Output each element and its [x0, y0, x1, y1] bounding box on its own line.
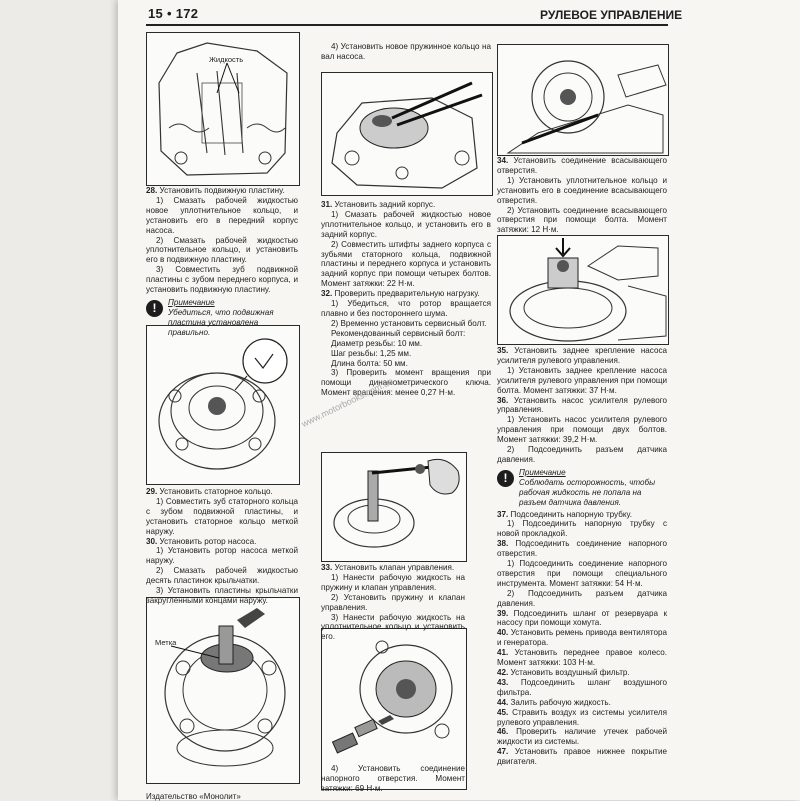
step-31-title: Установить задний корпус. [332, 200, 436, 209]
step-28-1: 1) Смазать рабочей жидкостью новое уплот… [146, 195, 298, 235]
step-33-2: 2) Установить пружину и клапан управлени… [321, 592, 465, 612]
step-30-3: 3) Установить пластины крыльчатки закруг… [146, 586, 298, 605]
step-29-number: 29. [146, 487, 158, 496]
step-32-diameter: Диаметр резьбы: 10 мм. [331, 338, 423, 348]
step-40-number: 40. [497, 628, 509, 638]
step-30-number: 30. [146, 536, 158, 546]
step-38-1: 1) Подсоединить соединение напорного отв… [497, 559, 667, 588]
step-36-title: Установить насос усилителя рулевого упра… [497, 395, 667, 415]
step-34-title: Установить соединение всасывающего отвер… [497, 156, 667, 175]
step-32-number: 32. [321, 289, 333, 299]
step-29-title: Установить статорное кольцо. [157, 487, 273, 496]
figure-control-valve [321, 628, 467, 790]
step-30-4: 4) Установить новое пружинное кольцо на … [321, 42, 491, 61]
note-2-text: Соблюдать осторожность, чтобы рабочая жи… [519, 477, 656, 507]
step-44-number: 44. [497, 697, 509, 707]
header-rule [146, 24, 668, 26]
step-33-3: 3) Нанести рабочую жидкость на уплотните… [321, 612, 465, 642]
step-36-number: 36. [497, 395, 509, 405]
step-32-3: 3) Проверить момент вращения при помощи … [321, 368, 491, 398]
column-1-text: 28. Установить подвижную пластину. 1) См… [146, 186, 298, 340]
step-36-1: 1) Установить насос усилителя рулевого у… [497, 415, 667, 445]
label-fluid: Жидкость [209, 55, 244, 64]
step-30-title: Установить ротор насоса. [157, 536, 257, 546]
step-44-title: Залить рабочую жидкость. [508, 697, 611, 707]
page-number: 15 • 172 [148, 6, 199, 21]
step-33-title: Установить клапан управления. [332, 563, 455, 572]
step-28-number: 28. [146, 186, 158, 195]
step-39-number: 39. [497, 608, 509, 618]
step-37-1: 1) Подсоединить напорную трубку с новой … [497, 519, 667, 539]
step-32-bolt: Рекомендованный сервисный болт: [331, 328, 466, 338]
note-1-text: Убедиться, что подвижная пластина устано… [168, 307, 274, 337]
step-47-title: Установить правое нижнее покрытие двигат… [497, 747, 667, 767]
step-42-number: 42. [497, 668, 509, 677]
column-2-text-d: 4) Установить соединение напорного отвер… [321, 764, 465, 794]
column-2-text-c: 33. Установить клапан управления. 1) Нан… [321, 563, 465, 642]
note-1-title: Примечание [168, 297, 215, 307]
step-36-2: 2) Подсоединить разъем датчика давления. [497, 445, 667, 464]
step-32-2: 2) Временно установить сервисный болт. [331, 318, 487, 328]
figure-movable-plate: Жидкость [146, 32, 300, 186]
step-43-title: Подсоединить шланг воздушного фильтра. [497, 677, 667, 697]
figure-suction-port [497, 44, 669, 156]
step-34-1: 1) Установить уплотнительное кольцо и ус… [497, 175, 667, 205]
step-42-title: Установить воздушный фильтр. [508, 668, 630, 677]
step-39-title: Подсоединить шланг от резервуара к насос… [497, 608, 667, 628]
step-29-1: 1) Совместить зуб статорного кольца с зу… [146, 496, 298, 536]
step-38-title: Подсоединить соединение напорного отверс… [497, 539, 667, 559]
step-46-title: Проверить наличие утечек рабочей жидкост… [497, 727, 667, 747]
step-41-number: 41. [497, 648, 509, 658]
section-title: РУЛЕВОЕ УПРАВЛЕНИЕ [540, 8, 683, 22]
figure-snap-ring [321, 72, 493, 196]
note-2-title: Примечание [519, 467, 566, 477]
step-33-4: 4) Установить соединение напорного отвер… [321, 764, 465, 793]
step-31-number: 31. [321, 200, 333, 209]
figure-rotor-mark: Метка [146, 597, 300, 784]
step-43-number: 43. [497, 677, 509, 687]
step-32-title: Проверить предварительную нагрузку. [332, 289, 480, 299]
step-45-number: 45. [497, 707, 509, 717]
step-38-number: 38. [497, 539, 509, 549]
column-3-text-a: 34. Установить соединение всасывающего о… [497, 156, 667, 235]
note-2: ! Примечание Соблюдать осторожность, что… [497, 468, 667, 508]
step-28-title: Установить подвижную пластину. [157, 186, 285, 195]
step-37-number: 37. [497, 509, 509, 519]
figure-stator-ring [146, 325, 300, 485]
step-32-pitch: Шаг резьбы: 1,25 мм. [331, 348, 412, 358]
step-33-number: 33. [321, 563, 333, 572]
step-35-number: 35. [497, 346, 509, 355]
step-34-number: 34. [497, 156, 509, 165]
exclamation-icon: ! [497, 469, 514, 487]
figure-torque-wrench [321, 452, 467, 562]
label-mark: Метка [155, 638, 177, 647]
step-46-number: 46. [497, 727, 509, 737]
step-35-title: Установить заднее крепление насоса усили… [497, 346, 667, 365]
step-32-1: 1) Убедиться, что ротор вращается плавно… [321, 299, 491, 318]
publisher-footer: Издательство «Монолит» [146, 792, 241, 801]
column-2-text-b: 31. Установить задний корпус. 1) Смазать… [321, 200, 491, 398]
step-28-2: 2) Смазать рабочей жидкостью уплотнитель… [146, 235, 298, 265]
step-30-2: 2) Смазать рабочей жидкостью десять плас… [146, 566, 298, 586]
figure-rear-bracket [497, 235, 669, 345]
column-2-text-a: 4) Установить новое пружинное кольцо на … [321, 42, 491, 62]
step-37-title: Подсоединить напорную трубку. [508, 509, 632, 519]
note-1: ! Примечание Убедиться, что подвижная пл… [146, 298, 298, 338]
step-41-title: Установить переднее правое колесо. Момен… [497, 648, 667, 668]
step-30-1: 1) Установить ротор насоса меткой наружу… [146, 546, 298, 566]
step-31-2: 2) Совместить штифты заднего корпуса с з… [321, 239, 491, 289]
step-47-number: 47. [497, 747, 509, 757]
step-38-2: 2) Подсоединить разъем датчика давления. [497, 588, 667, 608]
step-28-3: 3) Совместить зуб подвижной пластины с з… [146, 265, 298, 295]
step-32-length: Длина болта: 50 мм. [331, 358, 408, 368]
step-34-2: 2) Установить соединение всасывающего от… [497, 205, 667, 235]
step-33-1: 1) Нанести рабочую жидкость на пружину и… [321, 572, 465, 592]
step-45-title: Стравить воздух из системы усилителя рул… [497, 707, 667, 727]
column-1-text-b: 29. Установить статорное кольцо. 1) Совм… [146, 487, 298, 606]
exclamation-icon: ! [146, 299, 163, 317]
column-3-text-b: 35. Установить заднее крепление насоса у… [497, 346, 667, 767]
step-35-1: 1) Установить заднее крепление насоса ус… [497, 365, 667, 395]
step-31-1: 1) Смазать рабочей жидкостью новое уплот… [321, 209, 491, 239]
step-40-title: Установить ремень привода вентилятора и … [497, 628, 667, 648]
